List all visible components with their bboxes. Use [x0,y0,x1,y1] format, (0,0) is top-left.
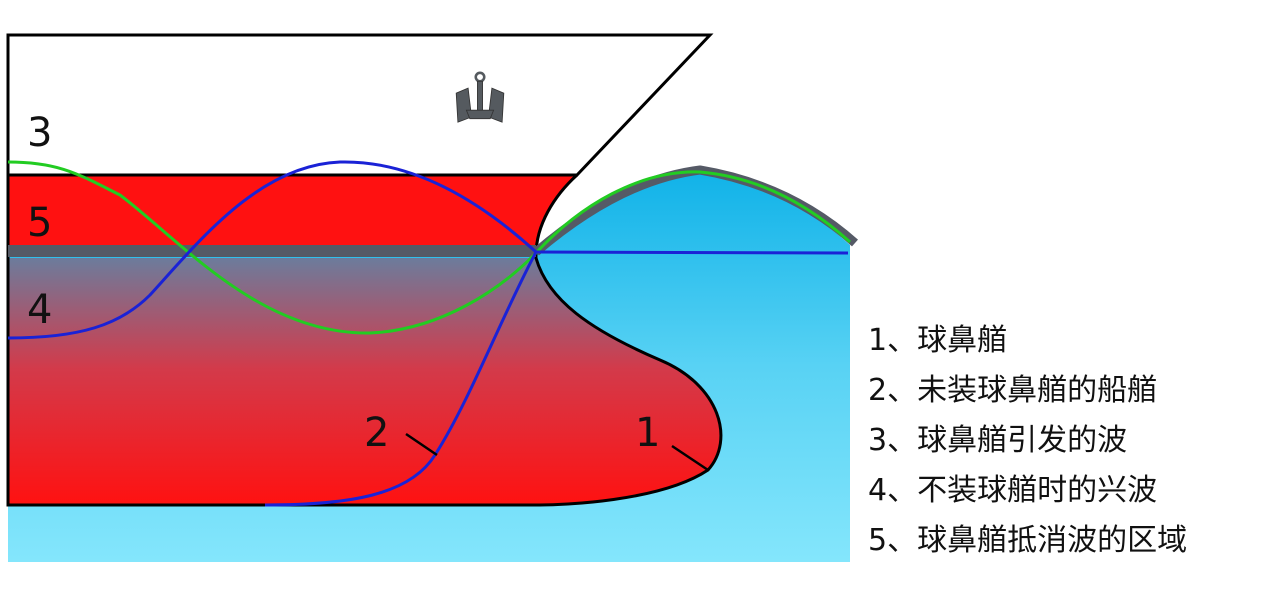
marker-5: 5 [27,200,52,246]
marker-2: 2 [364,410,389,456]
legend-item-5: 5、球鼻艏抵消波的区域 [868,523,1188,558]
wave-no-bulb-blue-surface [535,250,849,255]
hull-deck [6,33,714,177]
leader-line-2 [405,432,438,457]
marker-3: 3 [27,110,52,156]
legend-item-3: 3、球鼻艏引发的波 [868,423,1128,458]
leader-line-1 [671,444,709,472]
legend-item-2: 2、未装球鼻艏的船艏 [868,373,1158,408]
hull-submerged [8,258,721,505]
marker-1: 1 [635,410,660,456]
legend-item-1: 1、球鼻艏 [868,323,1008,358]
wave-no-bulb-blue [7,160,538,507]
legend-item-4: 4、不装球艏时的兴波 [868,473,1158,508]
marker-4: 4 [27,287,52,333]
legend: 1、球鼻艏 2、未装球鼻艏的船艏 3、球鼻艏引发的波 4、不装球艏时的兴波 5、… [868,316,1268,566]
waterline-band [8,245,536,257]
hull-bow-region [8,175,577,253]
wave-bulb-green [7,160,852,335]
anchor-icon [455,71,505,123]
